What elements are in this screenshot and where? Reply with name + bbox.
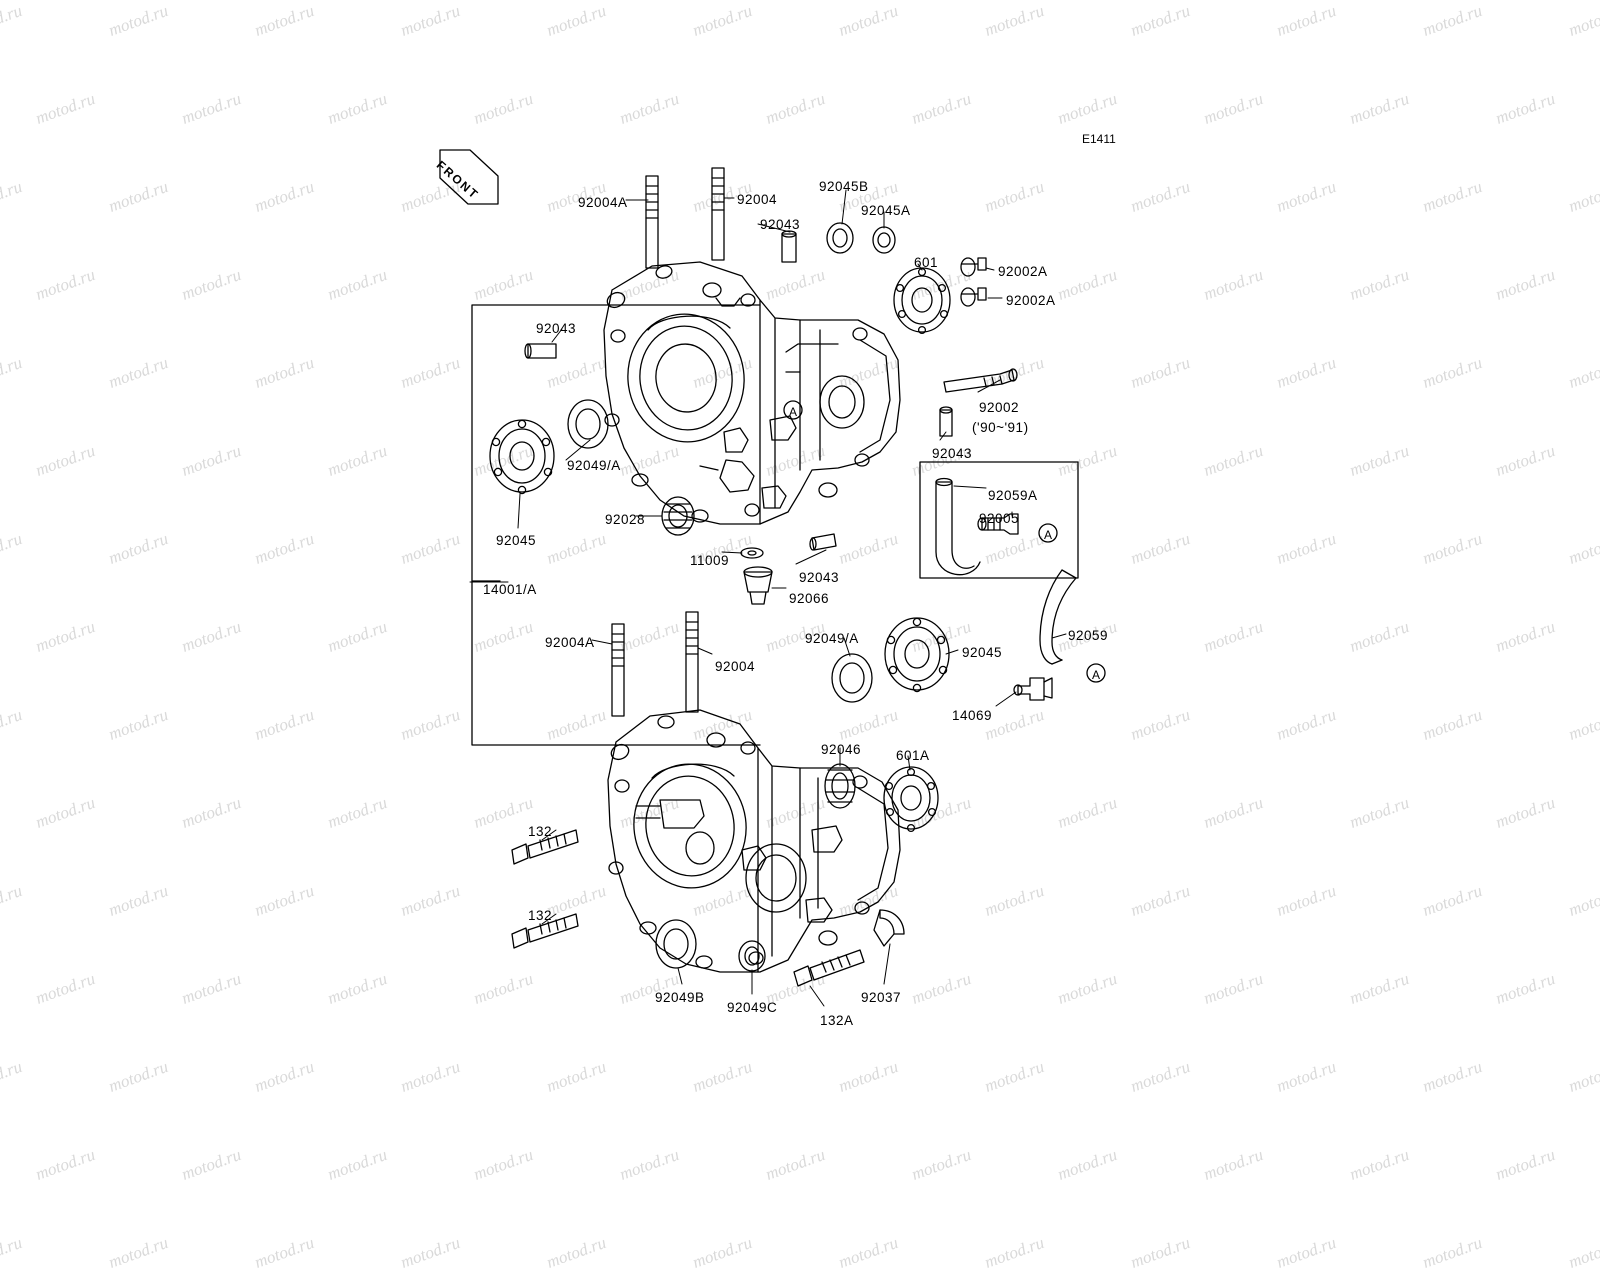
watermark-text: motod.ru: [690, 1232, 755, 1272]
watermark-text: motod.ru: [544, 1232, 609, 1272]
part-label-92002a: 92002A: [998, 264, 1048, 279]
callout-letter-a: A: [1044, 528, 1053, 542]
watermark-text: motod.ru: [398, 1232, 463, 1272]
watermark-text: motod.ru: [1274, 1232, 1339, 1272]
crankcase-line-art: [439, 149, 1106, 1007]
figure-code: E1411: [1082, 132, 1116, 146]
part-label-92049c: 92049C: [727, 1000, 778, 1015]
watermark-text: motod.ru: [1128, 1232, 1193, 1272]
part-label-92037: 92037: [861, 990, 902, 1005]
part-label-92059a: 92059A: [988, 488, 1038, 503]
watermark-text: motod.ru: [252, 1232, 317, 1272]
part-label-92045a: 92045A: [861, 203, 911, 218]
part-label-14001-a: 14001/A: [483, 582, 537, 597]
callout-letter-a: A: [1092, 668, 1101, 682]
part-label-92043: 92043: [536, 321, 577, 336]
watermark-text: motod.ru: [982, 1232, 1047, 1272]
part-label-14069: 14069: [952, 708, 993, 723]
part-label-92046: 92046: [821, 742, 862, 757]
part-label-601a: 601A: [896, 748, 930, 763]
part-label-92002a: 92002A: [1006, 293, 1056, 308]
year-range-note: ('90~'91): [972, 420, 1029, 435]
part-label-92004: 92004: [715, 659, 756, 674]
part-label-92028: 92028: [605, 512, 646, 527]
watermark-text: motod.ru: [106, 1232, 171, 1272]
part-label-92049-a: 92049/A: [567, 458, 621, 473]
part-label-92049-a: 92049/A: [805, 631, 859, 646]
part-label-92045: 92045: [962, 645, 1003, 660]
part-label-92004: 92004: [737, 192, 778, 207]
part-label-92004a: 92004A: [578, 195, 628, 210]
watermark-text: motod.ru: [1566, 1232, 1600, 1272]
part-label-92005: 92005: [979, 511, 1020, 526]
watermark-text: motod.ru: [0, 1232, 25, 1272]
part-label-92004a: 92004A: [545, 635, 595, 650]
part-label-92002: 92002: [979, 400, 1020, 415]
part-label-11009: 11009: [690, 553, 730, 568]
part-label-92066: 92066: [789, 591, 830, 606]
part-label-92043: 92043: [760, 217, 801, 232]
part-label-92059: 92059: [1068, 628, 1109, 643]
part-label-92045b: 92045B: [819, 179, 869, 194]
watermark-text: motod.ru: [836, 1232, 901, 1272]
part-label-601: 601: [914, 255, 939, 270]
part-label-92045: 92045: [496, 533, 537, 548]
callout-letter-a: A: [789, 405, 798, 419]
part-label-132a: 132A: [820, 1013, 854, 1028]
part-label-92043: 92043: [932, 446, 973, 461]
part-label-132: 132: [528, 908, 553, 923]
part-label-132: 132: [528, 824, 553, 839]
part-label-92049b: 92049B: [655, 990, 705, 1005]
watermark-text: motod.ru: [1420, 1232, 1485, 1272]
part-label-92043: 92043: [799, 570, 840, 585]
